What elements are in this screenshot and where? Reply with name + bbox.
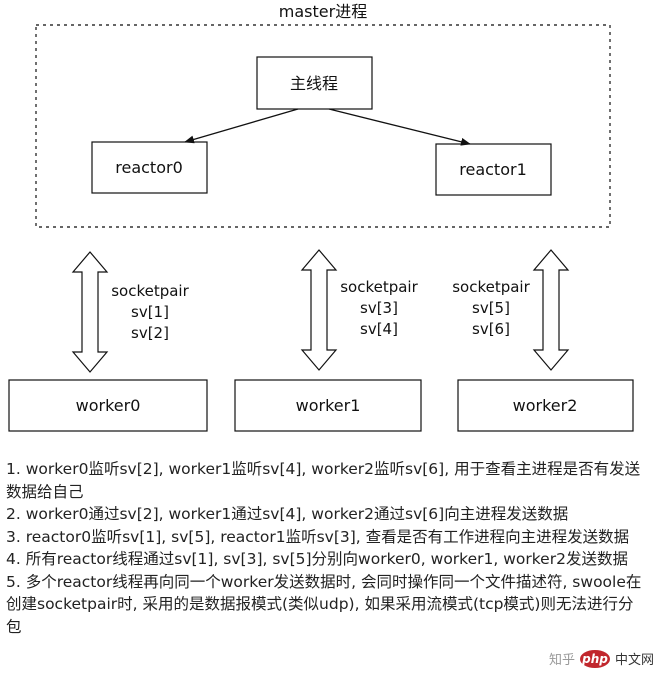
note-5: 5. 多个reactor线程再向同一个worker发送数据时, 会同时操作同一个…	[6, 572, 642, 636]
note-3: 3. reactor0监听sv[1], sv[5], reactor1监听sv[…	[6, 527, 630, 546]
notes-list: 1. worker0监听sv[2], worker1监听sv[4], worke…	[6, 458, 646, 638]
socketpair-0-name: socketpair	[111, 282, 189, 300]
socketpair-label-0: socketpair sv[1] sv[2]	[111, 282, 189, 342]
worker0-node: worker0	[8, 379, 208, 432]
socketpair-2-sv-a: sv[5]	[472, 299, 510, 317]
watermark-source: 知乎	[548, 653, 575, 668]
note-4: 4. 所有reactor线程通过sv[1], sv[3], sv[5]分别向wo…	[6, 550, 628, 568]
socketpair-arrow-1	[300, 249, 338, 371]
reactor1-label: reactor1	[459, 160, 527, 179]
socketpair-0-sv-a: sv[1]	[131, 303, 169, 321]
note-2: 2. worker0通过sv[2], worker1通过sv[4], worke…	[6, 505, 569, 523]
socketpair-arrow-2	[532, 249, 570, 371]
main-thread-label: 主线程	[290, 74, 338, 93]
arrow-main-to-reactor1	[328, 108, 471, 146]
socketpair-0-sv-b: sv[2]	[131, 324, 169, 342]
socketpair-arrow-0	[71, 251, 109, 373]
note-1: 1. worker0监听sv[2], worker1监听sv[4], worke…	[6, 460, 641, 501]
main-thread-node: 主线程	[256, 56, 373, 110]
master-process-boundary	[35, 24, 611, 228]
worker2-node: worker2	[457, 379, 634, 432]
architecture-diagram: master进程 主线程 reactor0 reactor1 socketpai…	[8, 2, 634, 432]
socketpair-1-sv-b: sv[4]	[360, 320, 398, 338]
worker1-label: worker1	[296, 396, 361, 415]
reactor0-label: reactor0	[115, 158, 183, 177]
watermark-site: 中文网	[614, 653, 654, 668]
arrow-main-to-reactor0	[184, 108, 299, 144]
master-process-label: master进程	[279, 2, 367, 21]
socketpair-1-name: socketpair	[340, 278, 418, 296]
reactor1-node: reactor1	[435, 143, 552, 196]
socketpair-2-sv-b: sv[6]	[472, 320, 510, 338]
worker0-label: worker0	[76, 396, 141, 415]
socketpair-1-sv-a: sv[3]	[360, 299, 398, 317]
reactor0-node: reactor0	[91, 141, 208, 194]
socketpair-2-name: socketpair	[452, 278, 530, 296]
socketpair-label-2: socketpair sv[5] sv[6]	[452, 278, 530, 338]
socketpair-label-1: socketpair sv[3] sv[4]	[340, 278, 418, 338]
worker2-label: worker2	[513, 396, 578, 415]
worker1-node: worker1	[234, 379, 422, 432]
php-logo-icon: php	[579, 649, 610, 668]
watermark: 知乎 php 中文网	[544, 648, 658, 669]
